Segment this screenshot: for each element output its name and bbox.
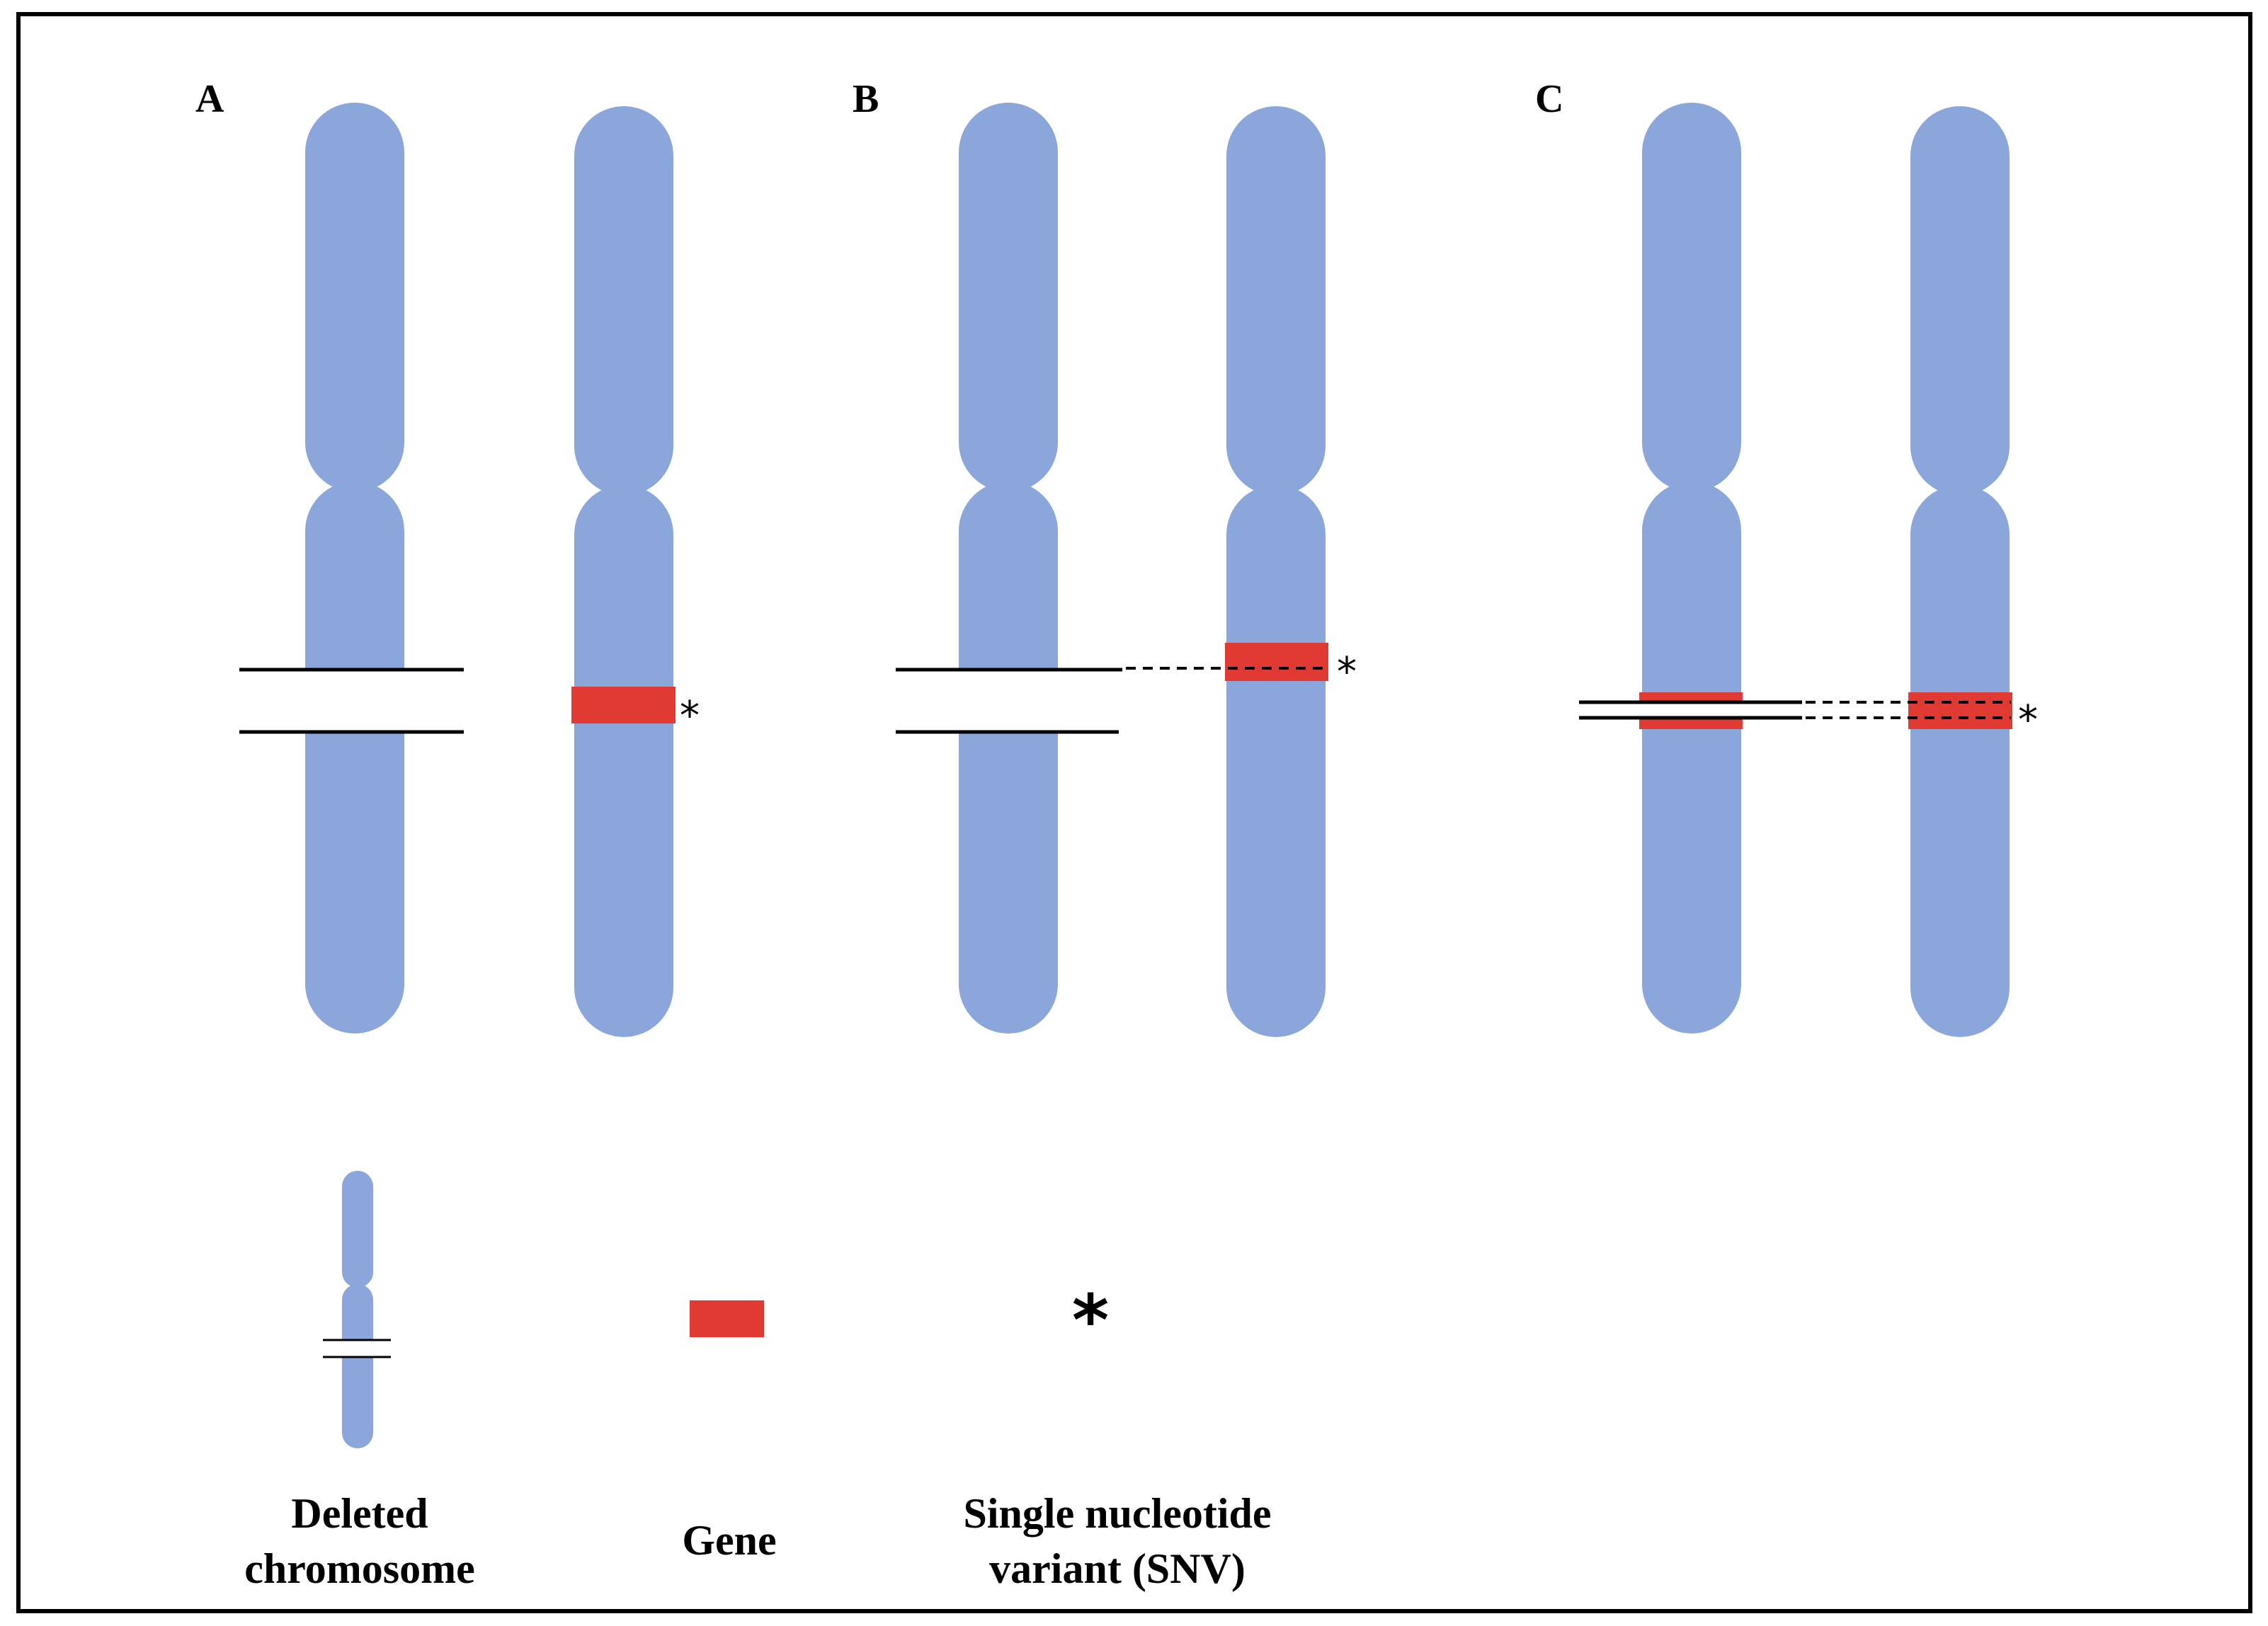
panel-c-deletion-gap [1636,702,1746,718]
panel-a-chromosome-right [574,106,673,1037]
panel-a: A * [195,77,700,1037]
panel-c-chromosome-right [1910,106,2010,1037]
panel-b: B * [853,77,1357,1037]
panel-a-snv-marker: * [680,693,700,739]
panel-c-chromosome-left [1642,103,1741,1034]
panel-a-gene [571,687,676,723]
legend-gene-label: Gene [682,1517,776,1564]
panel-b-chromosome-right [1226,106,1326,1037]
legend-deleted-label-line1: Deleted [291,1490,428,1537]
panel-b-label: B [853,77,879,121]
panel-b-gene [1225,643,1328,681]
panel-b-deletion-gap [955,670,1065,732]
panel-a-chromosome-left [305,103,404,1034]
panel-c-gene-right [1908,692,2012,729]
legend-deleted-label-line2: chromosome [244,1545,475,1592]
panel-b-snv-marker: * [1337,649,1357,695]
deleted-chromosome-icon [323,1171,391,1448]
panel-c: C * [1535,77,2038,1037]
panel-c-snv-marker: * [2018,697,2038,743]
gene-swatch [690,1300,764,1337]
panel-a-label: A [195,77,224,121]
legend-snv-symbol: * [1072,1279,1109,1362]
panel-b-chromosome-left [959,103,1058,1034]
panel-a-deletion-gap [300,670,411,732]
legend: Deleted chromosome Gene * Single nucleot… [244,1171,1272,1592]
panel-c-label: C [1535,77,1563,121]
legend-snv-label-line2: variant (SNV) [989,1545,1246,1592]
legend-snv-label-line1: Single nucleotide [963,1490,1271,1537]
